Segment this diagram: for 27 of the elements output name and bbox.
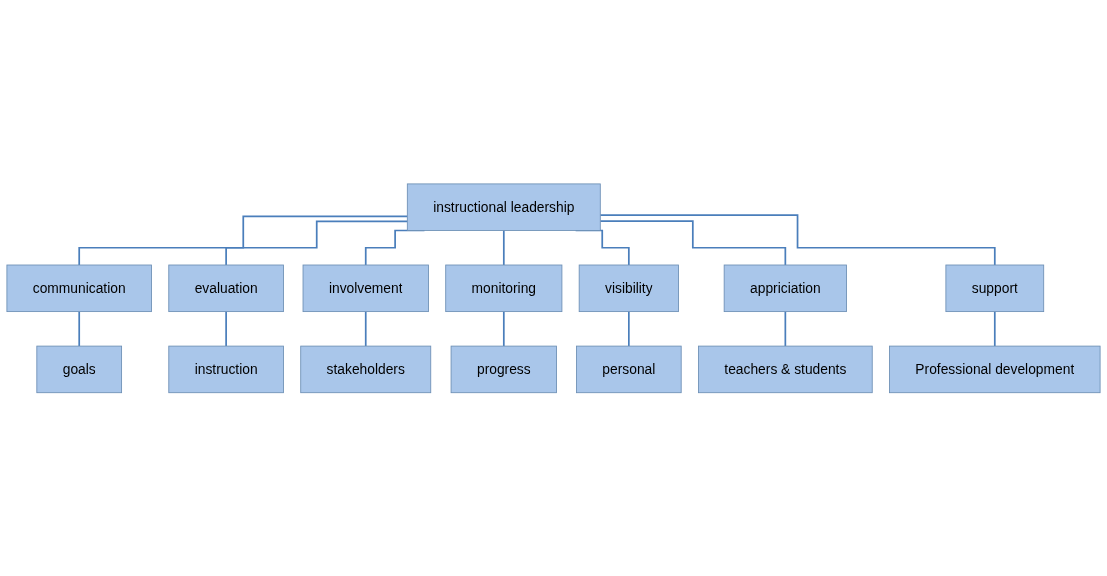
node-box: stakeholders bbox=[300, 345, 432, 393]
connector bbox=[502, 310, 505, 347]
connector bbox=[502, 229, 505, 266]
node-box: visibility bbox=[578, 264, 679, 312]
connector bbox=[78, 215, 409, 266]
connector bbox=[599, 214, 996, 266]
node-box: appriciation bbox=[723, 264, 847, 312]
connector bbox=[364, 310, 367, 347]
node-box: instructional leadership bbox=[406, 183, 601, 231]
connector bbox=[78, 310, 81, 347]
node-box: support bbox=[945, 264, 1045, 312]
node-box: teachers & students bbox=[698, 345, 873, 393]
connector bbox=[627, 310, 630, 347]
node-box: monitoring bbox=[445, 264, 563, 312]
connector bbox=[225, 220, 409, 266]
connector bbox=[993, 310, 996, 347]
node-box: Professional development bbox=[889, 345, 1101, 393]
node-box: instruction bbox=[168, 345, 284, 393]
connector bbox=[599, 219, 787, 266]
node-box: evaluation bbox=[168, 264, 284, 312]
node-box: communication bbox=[6, 264, 152, 312]
connector bbox=[784, 310, 787, 347]
connector bbox=[225, 310, 227, 347]
node-box: personal bbox=[576, 345, 682, 393]
node-box: involvement bbox=[302, 264, 429, 312]
node-box: goals bbox=[36, 345, 123, 393]
node-box: progress bbox=[450, 345, 557, 393]
